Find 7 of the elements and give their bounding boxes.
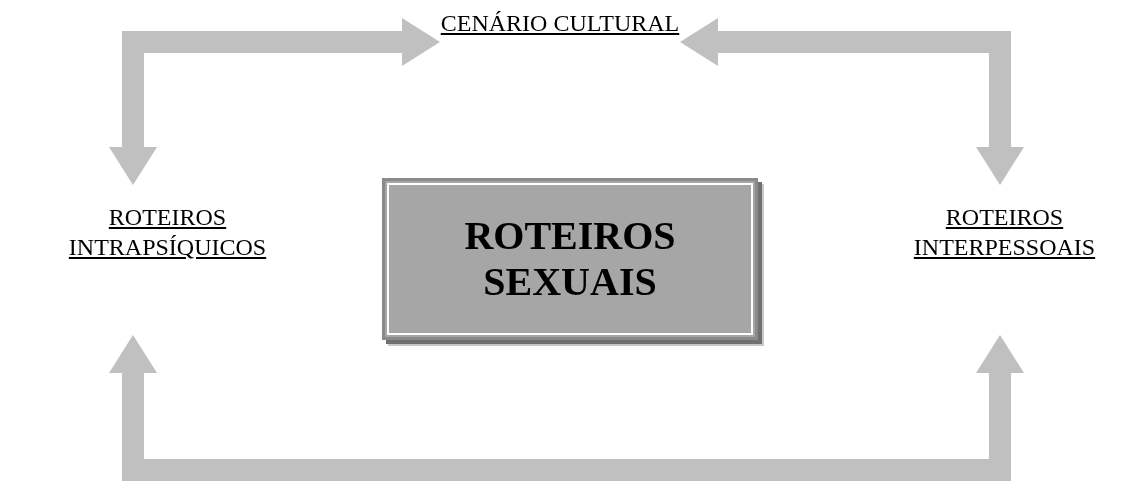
block-arrow [109,335,1024,481]
block-arrow [680,18,1024,185]
block-arrow [109,18,440,185]
title-text: ROTEIROS SEXUAIS [463,213,677,305]
node-label: ROTEIROS INTRAPSÍQUICOS [67,203,268,262]
node-label: CENÁRIO CULTURAL [440,9,680,38]
node-label: ROTEIROS INTERPESSOAIS [912,203,1097,262]
